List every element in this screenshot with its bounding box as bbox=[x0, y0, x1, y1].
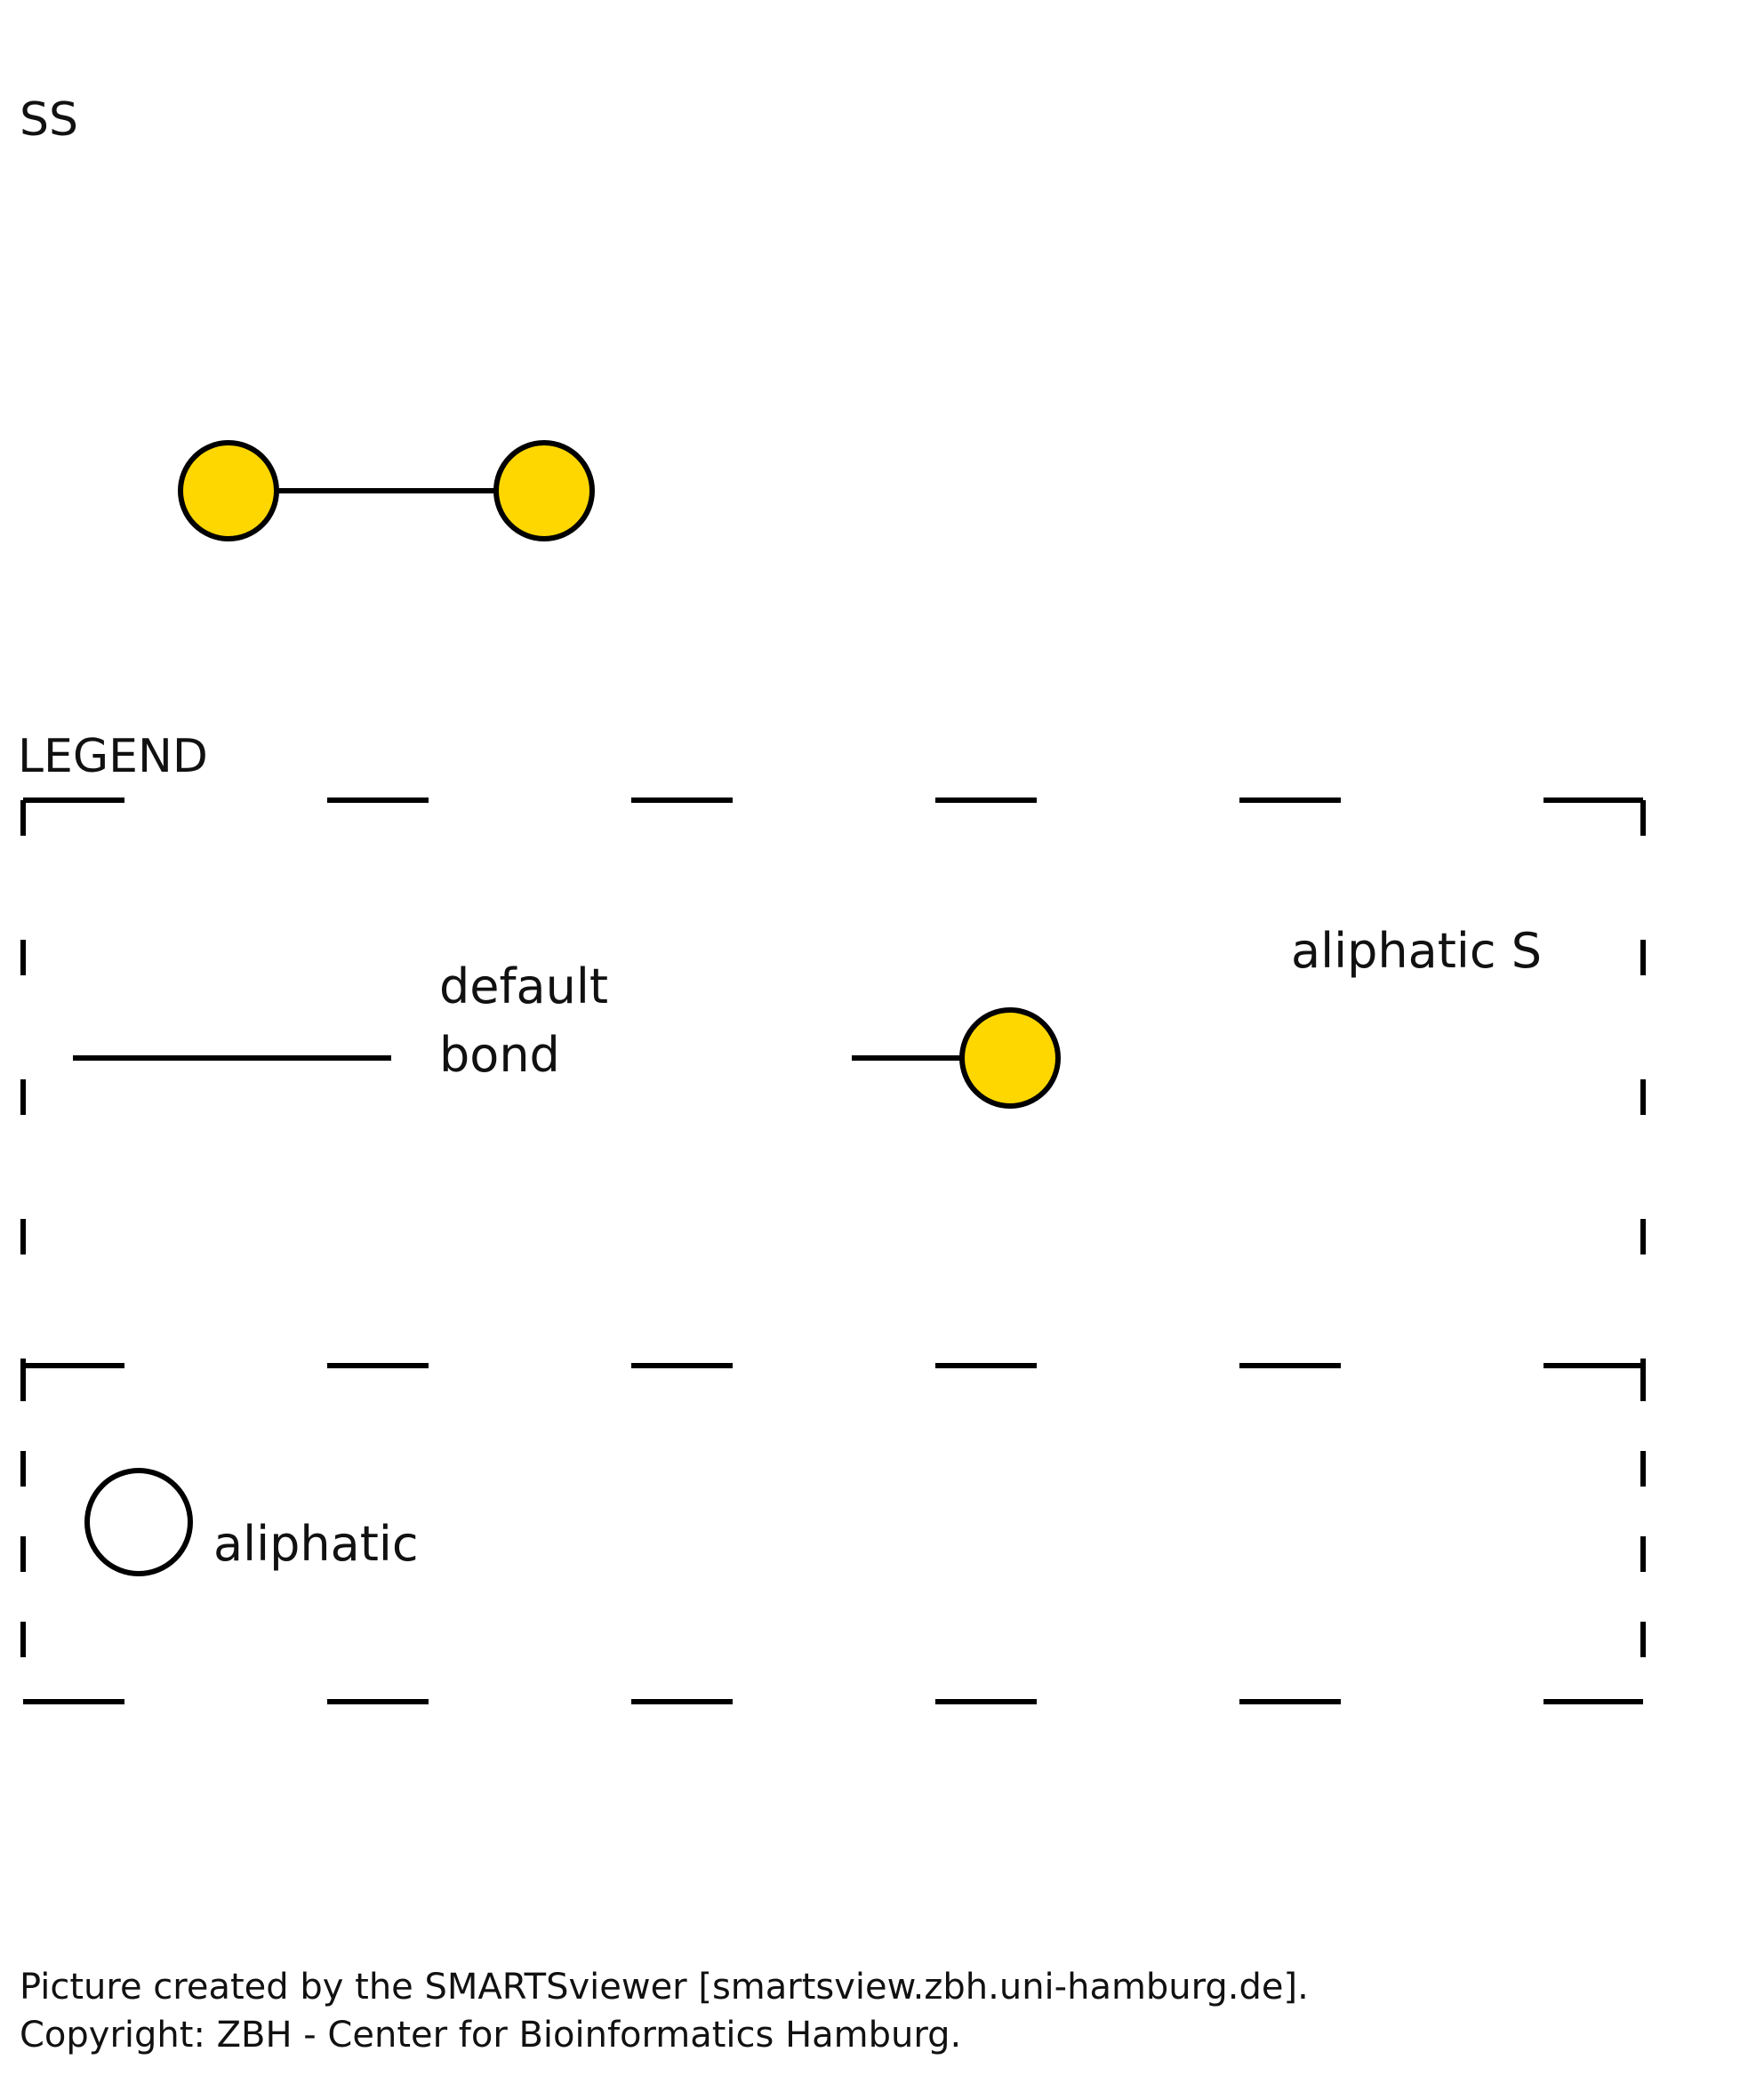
aliphatic-circle-icon bbox=[84, 1468, 193, 1576]
legend-entry-aliphatic: aliphatic bbox=[84, 1468, 419, 1576]
sulfur-atom-2 bbox=[493, 440, 595, 541]
legend-entry-default-bond: default bond bbox=[73, 958, 608, 1083]
molecule bbox=[178, 440, 595, 541]
aliphatic-s-atom-icon bbox=[959, 1007, 1061, 1109]
sulfur-atom-1 bbox=[178, 440, 279, 541]
legend-entry-aliphatic-s: aliphatic S bbox=[852, 923, 1542, 1109]
aliphatic-label: aliphatic bbox=[213, 1516, 419, 1572]
legend-box bbox=[20, 798, 1646, 1704]
legend-heading: LEGEND bbox=[18, 730, 208, 783]
footer-credit: Picture created by the SMARTSviewer [sma… bbox=[20, 1967, 1309, 2008]
default-bond-label-line1: default bbox=[439, 958, 608, 1014]
diagram-title: SS bbox=[20, 93, 78, 147]
footer-copyright: Copyright: ZBH - Center for Bioinformati… bbox=[20, 2015, 961, 2056]
default-bond-label-line2: bond bbox=[439, 1027, 560, 1083]
aliphatic-s-label: aliphatic S bbox=[1291, 923, 1542, 979]
